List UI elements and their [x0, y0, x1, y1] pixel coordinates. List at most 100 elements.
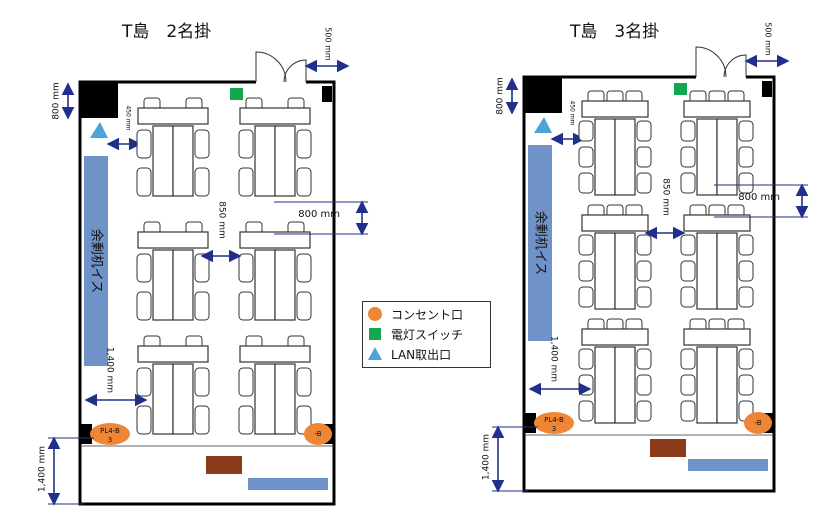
chair [738, 260, 754, 282]
table-vertical [172, 363, 194, 435]
table-top [581, 214, 649, 232]
chair [194, 253, 210, 283]
chair [738, 374, 754, 396]
brown-box [206, 456, 242, 474]
table-vertical [172, 249, 194, 321]
brown-box [650, 439, 686, 457]
chair [680, 120, 696, 142]
table-vertical [274, 125, 296, 197]
t-island [136, 97, 210, 197]
chair [680, 146, 696, 168]
chair [296, 367, 312, 397]
spare-label: 余剰机イス [89, 229, 105, 294]
lan-triangle-icon [367, 346, 383, 362]
dim-label: 800 mm [496, 77, 506, 115]
dim-label: 1,400 mm [105, 347, 115, 393]
pillar [80, 424, 92, 444]
door-swing [695, 46, 727, 78]
door-swing [283, 59, 307, 83]
chair [136, 367, 152, 397]
t-island [136, 335, 210, 435]
dim-label: 450 mm [569, 100, 576, 125]
legend-label: 電灯スイッチ [391, 327, 464, 342]
table-top [581, 100, 649, 118]
chair [738, 348, 754, 370]
chair [578, 172, 594, 194]
chair [194, 367, 210, 397]
switch-square-icon [367, 326, 383, 342]
table-vertical [594, 346, 616, 424]
table-vertical [254, 125, 276, 197]
table-vertical [594, 232, 616, 310]
chair [636, 234, 652, 256]
chair [680, 260, 696, 282]
table-top [239, 107, 311, 125]
table-vertical [716, 346, 738, 424]
table-vertical [614, 118, 636, 196]
chair [636, 374, 652, 396]
table-top [137, 231, 209, 249]
switch-marker [674, 83, 687, 95]
chair [578, 286, 594, 308]
chair [636, 120, 652, 142]
t-island [136, 221, 210, 321]
chair [636, 146, 652, 168]
outlet-label: PL4-B [544, 416, 564, 424]
chair [238, 367, 254, 397]
t-island [238, 97, 312, 197]
table-vertical [696, 118, 718, 196]
outlet-label: -B [754, 419, 761, 427]
table-vertical [696, 346, 718, 424]
chair [296, 167, 312, 197]
chair [296, 129, 312, 159]
chair [136, 291, 152, 321]
chair [636, 286, 652, 308]
chair [136, 405, 152, 435]
legend-label: LAN取出口 [391, 347, 452, 362]
chair [136, 253, 152, 283]
switch-marker [230, 88, 243, 100]
legend: コンセント口 電灯スイッチ LAN取出口 [362, 301, 491, 368]
chair [578, 234, 594, 256]
chair [194, 405, 210, 435]
table-vertical [716, 118, 738, 196]
pillar [322, 86, 332, 102]
pillar [524, 413, 536, 433]
legend-label: コンセント口 [391, 307, 464, 322]
chair [578, 120, 594, 142]
table-top [239, 231, 311, 249]
chair [636, 260, 652, 282]
dim-label: 500 mm [764, 22, 773, 56]
chair [238, 253, 254, 283]
blue-strip [248, 478, 328, 490]
layout-title-3: T島 3名掛 [570, 22, 660, 42]
blue-strip [688, 459, 768, 471]
table-vertical [172, 125, 194, 197]
chair [738, 234, 754, 256]
dim-label: 500 mm [324, 27, 333, 61]
table-top [683, 100, 751, 118]
chair [680, 234, 696, 256]
table-vertical [274, 249, 296, 321]
t-island [680, 204, 754, 310]
chair [680, 286, 696, 308]
lan-marker [534, 117, 552, 133]
t-island [238, 335, 312, 435]
legend-item-lan: LAN取出口 [367, 345, 451, 363]
outlet-marker [90, 423, 130, 445]
outlet-label: 3 [552, 425, 556, 433]
chair [238, 167, 254, 197]
chair [296, 253, 312, 283]
chair [238, 291, 254, 321]
dim-label: 800 mm [298, 209, 340, 220]
t-island [578, 204, 652, 310]
chair [136, 129, 152, 159]
pillar [80, 82, 118, 118]
table-vertical [254, 249, 276, 321]
door-gap [696, 74, 746, 80]
chair [636, 172, 652, 194]
chair [680, 400, 696, 422]
